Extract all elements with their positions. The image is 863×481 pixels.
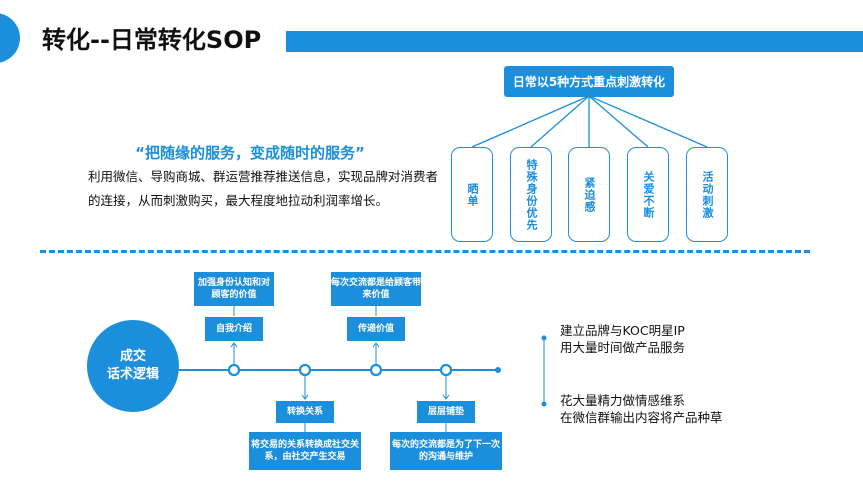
self-intro-desc-box: 加强身份认知和对顾客的价值 xyxy=(194,272,274,306)
tree-connectors xyxy=(471,96,708,148)
card-share-order: 晒单 xyxy=(451,147,493,242)
value-label-box: 传递价值 xyxy=(347,317,405,341)
circle-line-2: 话术逻辑 xyxy=(106,367,159,382)
description-paragraph: 利用微信、导购商城、群运营推荐推送信息，实现品牌对消费者的连接，从而刺激购买，最… xyxy=(88,169,439,208)
right-note-2-line1: 花大量精力做情感维系 xyxy=(560,393,686,408)
card-urgency: 紧迫感 xyxy=(568,147,610,242)
pave-label-box: 层层铺垫 xyxy=(417,401,475,423)
value-desc-box: 每次交流都是给顾客带来价值 xyxy=(331,272,421,306)
tree-root-box: 日常以5种方式重点刺激转化 xyxy=(504,66,674,97)
relation-desc-box: 将交易的关系转换成社交关系，由社交产生交易 xyxy=(249,432,361,470)
quote-text: “把随缘的服务，变成随时的服务” xyxy=(135,144,365,162)
right-note-1-line1: 建立品牌与KOC明星IP xyxy=(560,323,685,338)
circle-line-1: 成交 xyxy=(119,349,146,364)
pave-desc-box: 每次的交流都是为了下一次的沟通与维护 xyxy=(390,432,502,470)
right-note-1: 建立品牌与KOC明星IP 用大量时间做产品服务 xyxy=(560,322,685,356)
card-special-identity: 特殊身份优先 xyxy=(510,147,552,242)
card-care: 关爱不断 xyxy=(627,147,669,242)
title-bar-decoration xyxy=(286,31,863,52)
deal-logic-circle: 成交 话术逻辑 xyxy=(87,320,179,412)
self-intro-label-box: 自我介绍 xyxy=(205,317,263,341)
right-note-2: 花大量精力做情感维系 在微信群输出内容将产品种草 xyxy=(560,392,723,426)
page-title: 转化--日常转化SOP xyxy=(42,26,262,54)
right-note-2-line2: 在微信群输出内容将产品种草 xyxy=(560,410,723,425)
dashed-divider xyxy=(40,250,810,253)
relation-label-box: 转换关系 xyxy=(276,401,334,423)
card-activity: 活动刺激 xyxy=(686,147,728,242)
corner-decoration xyxy=(0,13,20,63)
right-note-1-line2: 用大量时间做产品服务 xyxy=(560,340,686,355)
